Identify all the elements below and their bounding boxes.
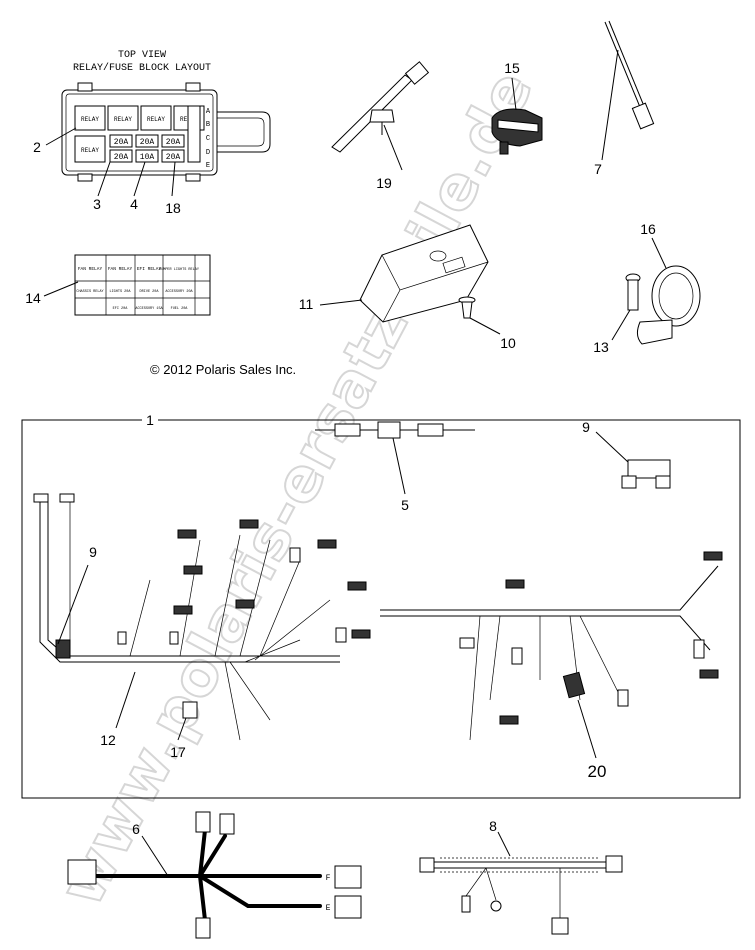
inline-connector-part-5: 5 — [315, 421, 475, 513]
fuse-rating: 20A — [166, 138, 181, 147]
fuse-block-tab — [77, 82, 93, 92]
watermark: www.polaris-ersatzteile.de — [45, 58, 548, 918]
decal-header: FAN RELAY — [78, 266, 103, 272]
harness-frame — [21, 419, 741, 799]
fuse-slot — [135, 134, 159, 148]
relay-slot — [107, 105, 139, 131]
cable-tie-part: 19 — [331, 61, 430, 191]
callout-16: 16 — [640, 221, 656, 237]
connector-letter-e: E — [326, 904, 331, 913]
callout-15: 15 — [504, 60, 520, 76]
relay-slot — [74, 135, 106, 163]
relay-label: RELAY — [147, 116, 165, 123]
fuse-slot — [135, 149, 159, 163]
callout-1: 1 — [146, 412, 154, 428]
fuse-slot — [161, 134, 185, 148]
bracket-part-11: 11 — [299, 224, 489, 323]
fuse-block-tab — [185, 173, 201, 182]
fuse-rating: 20A — [114, 153, 129, 162]
fuse-decal: FAN RELAY FAN RELAY EFI RELAY DUMPER LIG… — [25, 254, 211, 316]
sub-harness-part-8: 8 — [419, 818, 623, 935]
relay-fuse-block-layout: TOP VIEW RELAY/FUSE BLOCK LAYOUT RELAY R… — [33, 50, 271, 216]
decal-cell: ACCESSORY 20A — [165, 290, 193, 294]
callout-4: 4 — [130, 196, 138, 212]
decal-header: FAN RELAY — [108, 266, 133, 272]
callout-2: 2 — [33, 139, 41, 155]
row-letter: E — [206, 162, 210, 170]
relay-label: RELAY — [81, 147, 99, 154]
row-letter: A — [206, 108, 211, 116]
clip-part-15: 15 — [491, 60, 543, 155]
right-harness-drawing: 20 — [380, 551, 723, 781]
fuse-rating: 20A — [114, 138, 129, 147]
decal-cell: CHASSIS RELAY — [76, 290, 104, 294]
callout-19: 19 — [376, 175, 392, 191]
decal-header: DUMPER LIGHTS RELAY — [159, 268, 200, 272]
relay-slot — [140, 105, 172, 131]
callout-18: 18 — [165, 200, 181, 216]
fuse-block-inner — [65, 93, 214, 172]
decal-outline — [74, 254, 211, 316]
relay-label: RELAY — [81, 116, 99, 123]
callout-9-left: 9 — [89, 544, 97, 560]
fuse-rating: 20A — [166, 153, 181, 162]
layout-title-line2: RELAY/FUSE BLOCK LAYOUT — [73, 62, 211, 74]
push-rivet-part-10: 10 — [458, 296, 516, 351]
fuse-slot — [109, 149, 133, 163]
callout-6: 6 — [132, 821, 140, 837]
row-letter: D — [206, 149, 210, 157]
relay-label: RELAY — [114, 116, 132, 123]
probe-part-7: 7 — [594, 20, 655, 177]
fuse-block-tab — [77, 173, 93, 182]
callout-14: 14 — [25, 290, 41, 306]
callout-5: 5 — [401, 497, 409, 513]
fuse-slot — [109, 134, 133, 148]
fuse-rating: 20A — [140, 138, 155, 147]
callout-3: 3 — [93, 196, 101, 212]
decal-cell: FUEL 20A — [171, 307, 189, 311]
fuse-rating: 10A — [140, 153, 155, 162]
callout-10: 10 — [500, 335, 516, 351]
main-harness-group: 1 5 9 — [21, 412, 741, 799]
fuse-block-clip — [217, 111, 271, 153]
row-letter: B — [206, 121, 210, 129]
connector-letter-f: F — [326, 874, 331, 883]
row-letter: C — [206, 135, 210, 143]
callout-20: 20 — [588, 762, 607, 781]
callout-17: 17 — [170, 744, 186, 760]
decal-header: EFI RELAY — [137, 266, 162, 272]
layout-title-line1: TOP VIEW — [118, 50, 166, 61]
callout-9-right: 9 — [582, 419, 590, 435]
decal-cell: DRIVE 20A — [140, 290, 160, 294]
flasher-part-9: 9 — [582, 419, 671, 489]
clamp-part-16: 16 — [636, 221, 701, 345]
callout-12: 12 — [100, 732, 116, 748]
side-fuse-column — [187, 105, 201, 163]
bolt-part-13: 13 — [593, 273, 641, 355]
fuse-slot — [161, 149, 185, 163]
decal-cell: EFI 20A — [113, 307, 129, 311]
left-harness-drawing: 17 12 9 — [33, 493, 371, 760]
callout-13: 13 — [593, 339, 609, 355]
callout-8: 8 — [489, 818, 497, 834]
decal-cell: LIGHTS 20A — [109, 290, 131, 294]
connector-part-17 — [182, 701, 198, 719]
watermark-text: www.polaris-ersatzteile.de — [46, 59, 547, 917]
sub-harness-part-6: F E 6 — [67, 811, 362, 939]
fuse-block-tab — [185, 82, 201, 92]
copyright-notice: © 2012 Polaris Sales Inc. — [150, 362, 296, 377]
relay-slot — [74, 105, 106, 131]
callout-11: 11 — [299, 296, 314, 312]
callout-7: 7 — [594, 161, 602, 177]
decal-cell: ACCESSORY 15A — [135, 307, 163, 311]
